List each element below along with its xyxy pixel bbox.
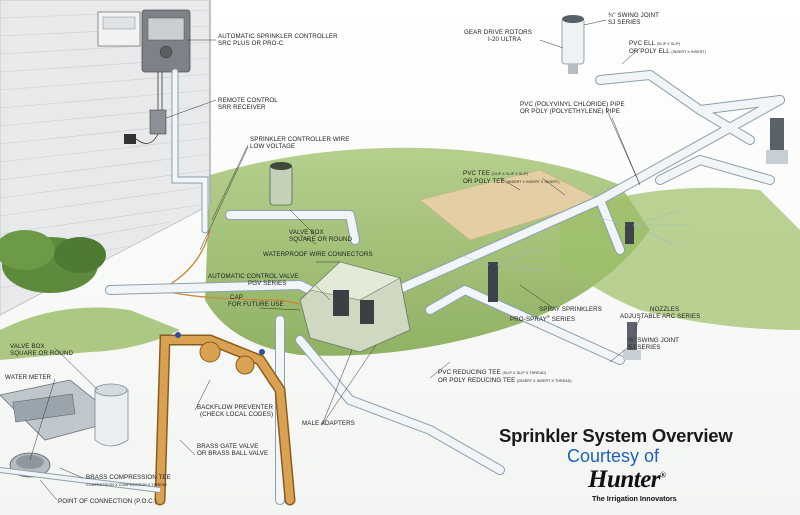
- label-water-meter: WATER METER: [5, 374, 52, 381]
- label-backflow: BACKFLOW PREVENTER(CHECK LOCAL CODES): [197, 404, 274, 418]
- label-reducing-tee: PVC REDUCING TEE (SLIP X SLIP X THREAD)O…: [438, 369, 572, 384]
- controller-unit: [97, 9, 191, 112]
- conduit: [171, 68, 209, 234]
- label-pvc-ell: PVC ELL (SLIP X SLIP)OR POLY ELL (INSERT…: [629, 40, 707, 55]
- brand-logo: Hunter®: [588, 466, 666, 493]
- label-poc: POINT OF CONNECTION (P.O.C.): [58, 498, 157, 505]
- label-waterproof: WATERPROOF WIRE CONNECTORS: [263, 251, 373, 258]
- rotor-right: [766, 118, 788, 164]
- diagram-title: Sprinkler System Overview: [499, 425, 733, 446]
- meter-box: [0, 379, 161, 493]
- pipe-network: [105, 70, 785, 505]
- label-pvc-tee: PVC TEE (SLIP X SLIP X SLIP)OR POLY TEE …: [463, 170, 560, 185]
- valve-box-round: [269, 162, 293, 206]
- remote-receiver: [124, 109, 167, 144]
- brand-tagline: The Irrigation Innovators: [592, 494, 677, 503]
- gear-drive-rotor: [561, 15, 585, 74]
- valve-box-center: [299, 261, 411, 353]
- brass-assembly: [154, 332, 296, 506]
- label-male-adapters: MALE ADAPTERS: [302, 420, 355, 427]
- courtesy-text: Courtesy of: [567, 446, 660, 466]
- lawn-left: [0, 307, 180, 360]
- spray-heads: [459, 209, 690, 360]
- leader-lines: [29, 19, 641, 501]
- shrubs: [0, 230, 106, 293]
